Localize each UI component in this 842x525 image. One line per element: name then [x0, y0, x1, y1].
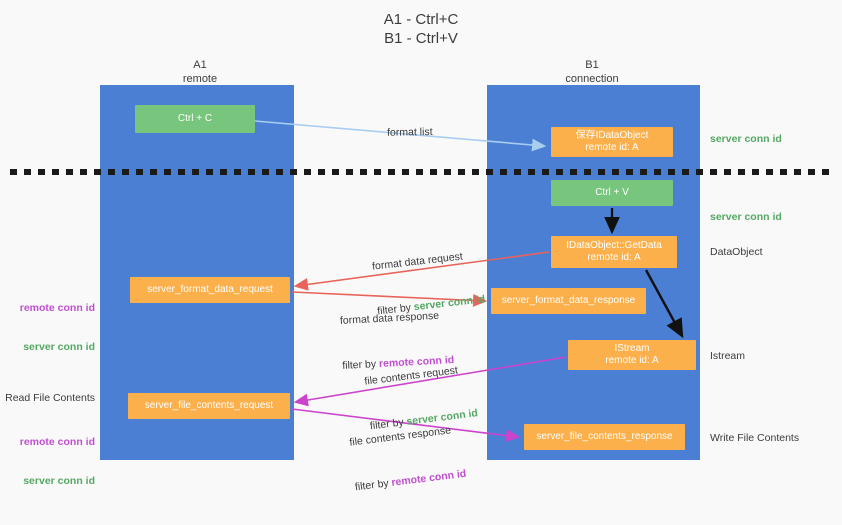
- column-header-b1-name: B1: [585, 59, 599, 71]
- node-idataobject-getdata[interactable]: IDataObject::GetData remote id: A: [551, 236, 677, 268]
- edge-label-format-data-request-title: format data request: [371, 250, 464, 273]
- filter-value-remote-conn-id: remote conn id: [390, 467, 467, 489]
- diagram-canvas: A1 - Ctrl+C B1 - Ctrl+V A1 remote B1 con…: [0, 11, 832, 493]
- note-dataobject: DataObject: [710, 246, 763, 258]
- note-server-conn-id-top: server conn id: [710, 133, 782, 145]
- edge-getdata-to-istream: [644, 269, 684, 339]
- connector-layer: [254, 120, 684, 442]
- note-server-conn-id-1: server conn id: [23, 341, 95, 353]
- node-idataobject-getdata-label: IDataObject::GetData remote id: A: [566, 240, 662, 263]
- column-header-a1-name: A1: [193, 59, 207, 71]
- edge-format-list: [254, 120, 547, 152]
- column-header-b1: B1 connection: [512, 58, 672, 86]
- note-server-conn-id-2: server conn id: [23, 475, 95, 487]
- filter-prefix: filter by: [354, 476, 393, 494]
- edge-file-contents-response: [291, 408, 521, 442]
- node-istream-label: IStream remote id: A: [605, 343, 659, 366]
- node-server-file-contents-request-label: server_file_contents_request: [144, 400, 274, 411]
- node-server-file-contents-response-label: server_file_contents_response: [536, 431, 673, 442]
- node-ctrl-c[interactable]: Ctrl + C: [135, 105, 255, 133]
- node-istream[interactable]: IStream remote id: A: [568, 340, 696, 370]
- dashed-separator: [10, 169, 832, 175]
- node-ctrl-v-label: Ctrl + V: [595, 187, 629, 198]
- edge-label-format-list-text: format list: [386, 125, 433, 139]
- edge-label-file-contents-response-filter: filter by remote conn id: [354, 467, 467, 496]
- note-conn-id-group-2: remote conn id server conn id: [0, 410, 95, 514]
- column-header-b1-role: connection: [565, 73, 619, 85]
- node-save-idataobject-label: 保存IDataObject remote id: A: [575, 130, 649, 153]
- note-remote-conn-id-2: remote conn id: [19, 436, 95, 448]
- note-write-file-contents: Write File Contents: [710, 432, 800, 444]
- node-server-format-data-response[interactable]: server_format_data_response: [491, 288, 646, 314]
- note-remote-conn-id-1: remote conn id: [19, 302, 95, 314]
- edge-format-data-request: [293, 251, 550, 291]
- column-header-a1-role: remote: [182, 73, 218, 85]
- node-server-file-contents-request[interactable]: server_file_contents_request: [128, 393, 290, 419]
- edge-label-file-contents-response-title: file contents response: [348, 424, 452, 449]
- column-header-a1: A1 remote: [120, 58, 280, 86]
- node-server-format-data-request-label: server_format_data_request: [147, 284, 273, 295]
- page-title: A1 - Ctrl+C B1 - Ctrl+V: [383, 11, 459, 47]
- edge-label-format-data-response-title: format data response: [339, 309, 440, 327]
- edge-label-format-list: format list: [375, 110, 433, 156]
- node-server-format-data-request[interactable]: server_format_data_request: [130, 277, 290, 303]
- node-ctrl-c-label: Ctrl + C: [177, 113, 213, 124]
- edge-label-file-contents-response: file contents response filter by remote …: [345, 392, 471, 525]
- note-conn-id-group-1: remote conn id server conn id: [0, 276, 95, 380]
- note-read-file-contents: Read File Contents: [5, 392, 95, 404]
- note-server-conn-id-mid: server conn id: [710, 211, 782, 223]
- node-server-file-contents-response[interactable]: server_file_contents_response: [524, 424, 685, 450]
- node-ctrl-v[interactable]: Ctrl + V: [551, 180, 673, 206]
- edge-label-file-contents-request-title: file contents request: [363, 364, 459, 388]
- edge-file-contents-request: [293, 356, 567, 407]
- node-server-format-data-response-label: server_format_data_response: [501, 295, 636, 306]
- edge-format-data-response: [291, 291, 488, 307]
- note-istream: Istream: [710, 350, 746, 362]
- node-save-idataobject[interactable]: 保存IDataObject remote id: A: [551, 127, 673, 157]
